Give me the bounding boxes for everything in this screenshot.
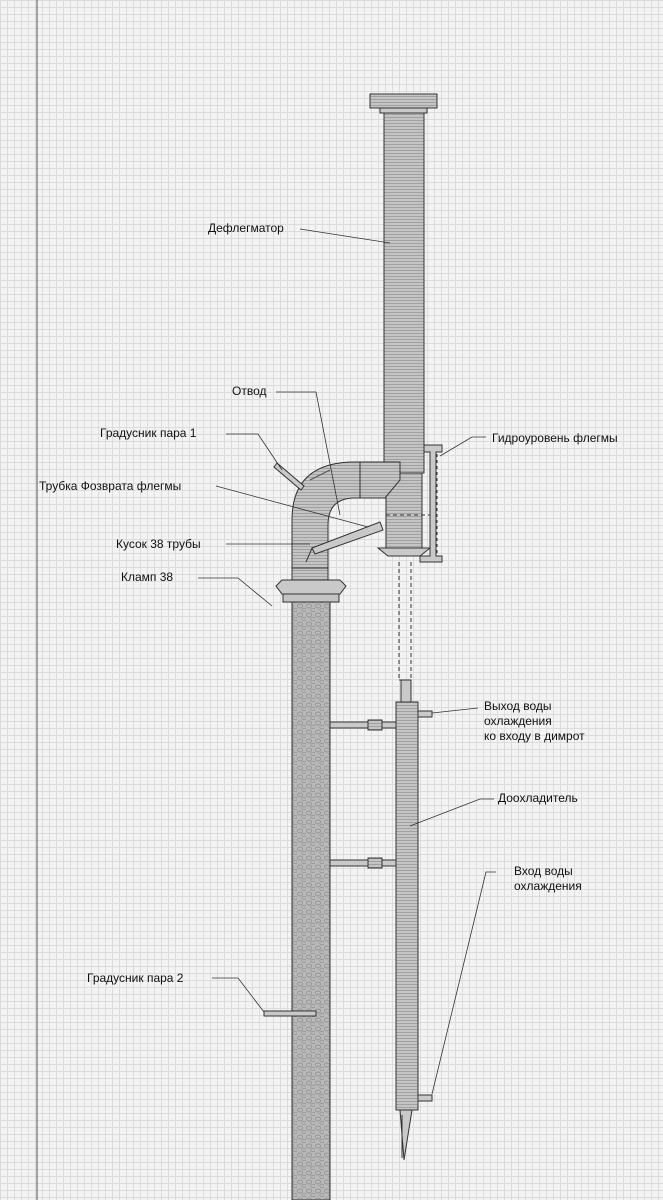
aftercooler xyxy=(395,679,419,1161)
label-kusok-38: Кусок 38 трубы xyxy=(116,537,201,551)
water-outlet-stub xyxy=(417,710,433,718)
dashed-connection xyxy=(398,562,412,681)
dephlegmator-funnel xyxy=(376,547,432,557)
dephlegmator-body xyxy=(383,112,425,474)
label-gradusnik-2: Градусник пара 2 xyxy=(87,971,184,985)
label-klamp-38: Кламп 38 xyxy=(121,570,174,584)
support-upper xyxy=(329,719,397,731)
label-doohladitel: Доохладитель xyxy=(498,791,578,805)
label-vyhod-vody: Выход воды охлаждения ко входу в димрот xyxy=(484,699,585,743)
dephlegmator-top-flange xyxy=(369,93,438,114)
main-column xyxy=(291,601,331,1200)
label-otvod: Отвод xyxy=(232,384,267,398)
label-gidrouroven: Гидроуровень флегмы xyxy=(492,431,618,445)
support-lower xyxy=(329,857,397,869)
elbow-otvod xyxy=(291,461,401,569)
thermometer-2 xyxy=(263,1010,317,1017)
label-gradusnik-1: Градусник пара 1 xyxy=(100,426,197,440)
label-deflegmator: Дефлегматор xyxy=(208,221,284,235)
hydro-level-tube xyxy=(419,444,443,563)
leader-lines xyxy=(198,228,496,1095)
label-vhod-vody: Вход воды охлаждения xyxy=(514,864,582,893)
return-tube xyxy=(305,521,384,563)
label-trubka-vozvrata: Трубка Фозврата флегмы xyxy=(39,479,182,493)
clamp-38 xyxy=(275,579,347,603)
thermometer-1 xyxy=(273,462,305,491)
water-inlet-stub xyxy=(417,1094,433,1102)
